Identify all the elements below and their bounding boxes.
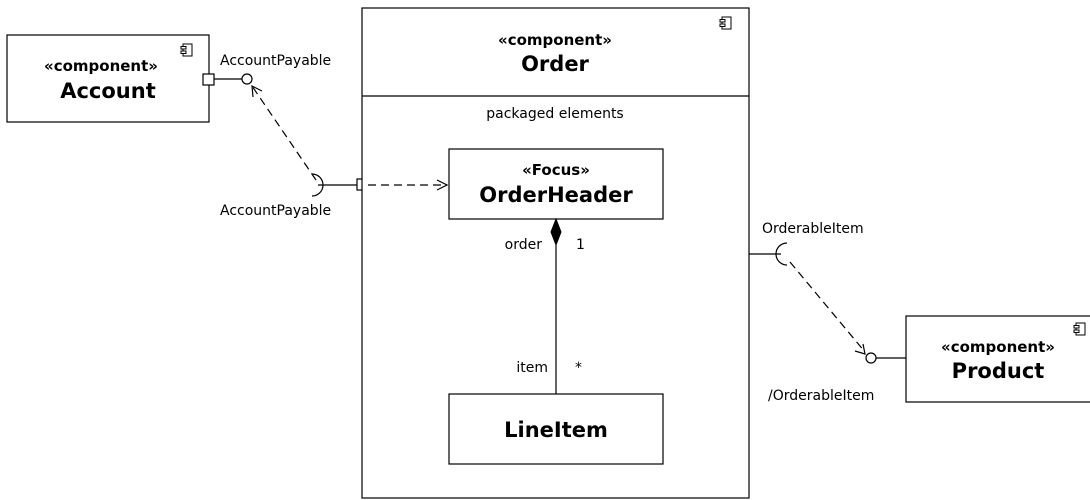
component-account[interactable]: «component» Account bbox=[6, 34, 210, 123]
orderheader-name: OrderHeader bbox=[479, 183, 633, 207]
association-item-multiplicity: * bbox=[575, 360, 582, 376]
association-order-role: order bbox=[505, 237, 543, 253]
provided-interface-lollipop bbox=[241, 73, 253, 85]
component-icon bbox=[1073, 322, 1086, 336]
orderable-item-provided-interface[interactable]: /OrderableItem bbox=[768, 352, 906, 404]
orderable-item-required-interface[interactable]: OrderableItem bbox=[749, 221, 864, 266]
account-payable-dependency bbox=[251, 84, 317, 181]
component-icon bbox=[180, 43, 193, 57]
association-order-multiplicity: 1 bbox=[576, 237, 585, 253]
product-stereotype: «component» bbox=[941, 338, 1055, 356]
product-name: Product bbox=[952, 359, 1045, 383]
account-payable-provided-interface[interactable]: AccountPayable bbox=[202, 53, 331, 86]
orderheader-stereotype: «Focus» bbox=[522, 161, 590, 179]
account-payable-required-label: AccountPayable bbox=[220, 203, 331, 219]
provided-interface-lollipop bbox=[865, 352, 877, 364]
component-product[interactable]: «component» Product bbox=[905, 315, 1090, 403]
association-item-role: item bbox=[516, 360, 548, 376]
account-payable-required-interface[interactable]: AccountPayable bbox=[220, 173, 369, 219]
account-payable-provided-label: AccountPayable bbox=[220, 53, 331, 69]
composition-association[interactable]: order 1 item * bbox=[505, 217, 585, 394]
required-interface-socket bbox=[775, 242, 788, 266]
order-name: Order bbox=[521, 52, 589, 76]
packaged-elements-label: packaged elements bbox=[486, 106, 623, 122]
port-to-orderheader-dependency bbox=[368, 179, 449, 191]
orderable-item-provided-label: /OrderableItem bbox=[768, 388, 874, 404]
account-stereotype: «component» bbox=[44, 57, 158, 75]
orderable-item-dependency bbox=[789, 261, 866, 355]
class-lineitem[interactable]: LineItem bbox=[448, 393, 664, 465]
lineitem-name: LineItem bbox=[504, 418, 608, 442]
class-orderheader[interactable]: «Focus» OrderHeader bbox=[448, 148, 664, 220]
orderable-item-required-label: OrderableItem bbox=[762, 221, 864, 237]
component-icon bbox=[719, 16, 732, 30]
account-name: Account bbox=[60, 79, 156, 103]
order-stereotype: «component» bbox=[498, 31, 612, 49]
account-port bbox=[202, 73, 215, 86]
